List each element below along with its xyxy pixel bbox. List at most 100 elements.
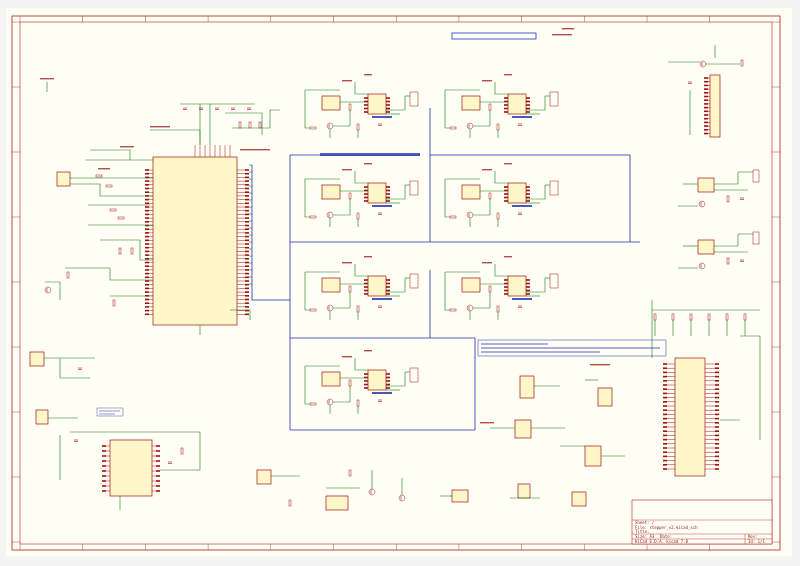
left-signal-wire xyxy=(100,239,153,261)
channel-wire xyxy=(333,292,351,309)
expansion-pin-label xyxy=(715,392,719,395)
mcu-pin-left-label xyxy=(145,217,149,219)
expansion-pin-label xyxy=(663,434,667,437)
mcu-pin-left-label xyxy=(145,176,149,179)
channel-wire xyxy=(333,386,351,403)
mcu-pin-left-label xyxy=(145,243,149,245)
driver-pin-label xyxy=(386,189,390,192)
header-pin-label xyxy=(704,117,708,120)
driver-pin-label xyxy=(504,200,508,202)
resistor xyxy=(348,469,352,477)
channel-wire xyxy=(354,171,368,184)
header-pin-label xyxy=(704,103,708,105)
driver-pin-label xyxy=(364,97,368,99)
expansion-pin-label xyxy=(663,413,667,416)
driver-pin-label xyxy=(364,193,368,195)
driver-pin-label xyxy=(504,107,508,110)
driver-pin-label xyxy=(386,373,390,375)
driver-pin-label xyxy=(364,196,368,199)
header-pin-label xyxy=(704,132,708,135)
power-pin-label xyxy=(102,460,106,462)
net-label xyxy=(150,126,170,128)
net-label xyxy=(590,364,610,366)
driver-pin-label xyxy=(504,111,508,113)
power-jack xyxy=(35,409,49,425)
header-pin-label xyxy=(704,77,708,79)
power-wire xyxy=(59,358,90,379)
small-connector xyxy=(752,169,760,183)
header-pin-label xyxy=(704,121,708,124)
mcu-pin-left-label xyxy=(145,169,149,171)
mcu-pin-left-label xyxy=(145,172,149,175)
bottom-ic-3 xyxy=(517,483,531,499)
expansion-wire xyxy=(740,335,761,440)
mcu-pin-right-label xyxy=(245,195,249,197)
design-note-block xyxy=(477,339,667,357)
title-block-title: Title: xyxy=(635,529,649,534)
net-label xyxy=(480,422,494,424)
resistor xyxy=(112,299,116,307)
channel-connector xyxy=(549,91,559,107)
crystal-oscillator xyxy=(56,171,71,187)
header-pin-label xyxy=(704,92,708,94)
driver-ic-a2 xyxy=(507,93,527,115)
channel-net-label xyxy=(342,169,352,171)
channel-net-label xyxy=(364,74,372,76)
channel-net-label xyxy=(342,356,352,358)
channel-net-label xyxy=(364,256,372,258)
power-pin-label xyxy=(102,475,106,477)
power-pin-label xyxy=(156,455,160,457)
mcu-pin-right-label xyxy=(245,287,249,290)
small-transistor xyxy=(698,262,706,270)
mcu-pin-right-label xyxy=(245,172,249,175)
bottom-ic-1 xyxy=(325,495,349,511)
expansion-pin-label xyxy=(663,459,667,462)
mcu-pin-right-label xyxy=(245,209,249,212)
schematic-canvas[interactable] xyxy=(29,28,761,511)
design-note-box xyxy=(96,407,124,417)
driver-pin-label xyxy=(526,196,530,199)
driver-pin-label xyxy=(364,104,368,106)
driver-pin-label xyxy=(364,279,368,281)
channel-wire xyxy=(494,171,508,184)
decoupling-resistor xyxy=(248,121,252,129)
expansion-pin-label xyxy=(715,405,719,407)
power-pin-label xyxy=(102,455,106,457)
channel-wire xyxy=(333,199,351,216)
driver-pin-label xyxy=(364,286,368,288)
mid-ic-1 xyxy=(514,419,532,439)
expansion-pin-label xyxy=(663,396,667,399)
channel-net-label xyxy=(342,80,352,82)
mcu-pin-left-label xyxy=(145,228,149,230)
mcu-pin-right-label xyxy=(245,309,249,312)
channel-connector xyxy=(409,180,419,196)
channel-net-label xyxy=(512,116,532,118)
mcu-pin-left-label xyxy=(145,206,149,208)
mcu-pin-left-label xyxy=(145,276,149,279)
channel-wire xyxy=(304,90,310,129)
mcu-pin-left-label xyxy=(145,258,149,260)
driver-pin-label xyxy=(364,186,368,188)
header-pin-label xyxy=(704,88,708,90)
channel-wire xyxy=(473,199,491,216)
power-wire xyxy=(70,431,201,470)
mcu-pin-left-label xyxy=(145,221,149,223)
driver-pin-label xyxy=(526,189,530,192)
sheet-border-ticks xyxy=(12,16,780,550)
mcu-pin-left-label xyxy=(145,298,149,301)
driver-pin-label xyxy=(526,282,530,285)
net-label xyxy=(40,78,54,80)
channel-net-label xyxy=(372,298,392,300)
small-wire xyxy=(714,233,753,247)
resistor xyxy=(105,184,113,188)
resistor xyxy=(288,499,292,507)
mcu-pin-left-label xyxy=(145,239,149,242)
channel-wire xyxy=(444,272,450,311)
expansion-pin-label xyxy=(715,464,719,466)
expansion-pin-label xyxy=(715,434,719,437)
mcu-pin-right-label xyxy=(245,169,249,171)
channel-wire xyxy=(304,366,310,405)
header-pin-label xyxy=(704,114,708,116)
bus-loop xyxy=(430,154,631,242)
channel-wire xyxy=(526,185,546,200)
